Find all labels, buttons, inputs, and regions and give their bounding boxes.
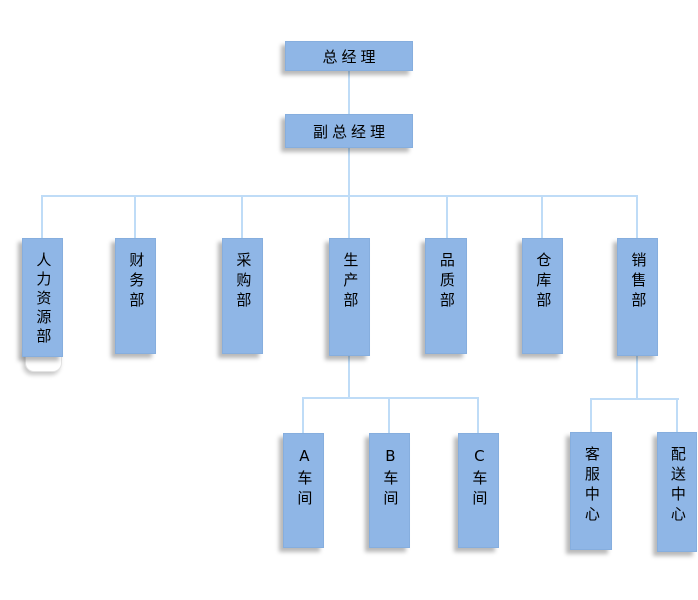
connector-drop-finance bbox=[134, 197, 136, 238]
connector-level3-horizontal bbox=[41, 195, 638, 197]
org-node-general-manager: 总经理 bbox=[285, 41, 413, 71]
org-node-delivery-center: 配送中心 bbox=[657, 432, 697, 552]
connector-drop-production bbox=[348, 197, 350, 238]
org-node-deputy-general-manager-label: 副总经理 bbox=[312, 122, 389, 141]
connector-drop-sales bbox=[636, 197, 638, 238]
org-node-delivery-center-label: 配送中心 bbox=[668, 446, 687, 526]
org-node-customer-service-center: 客服中心 bbox=[570, 432, 612, 550]
connector-drop-workshop-c bbox=[477, 399, 479, 433]
connector-root-to-deputy bbox=[348, 71, 350, 115]
connector-sales-stem bbox=[636, 356, 638, 398]
org-node-customer-service-center-label: 客服中心 bbox=[582, 446, 601, 526]
org-node-warehouse-department: 仓库部 bbox=[522, 238, 563, 354]
org-node-workshop-c-label: C车间 bbox=[470, 447, 489, 510]
org-node-sales-department-label: 销售部 bbox=[629, 252, 648, 312]
org-node-workshop-b: B车间 bbox=[369, 433, 410, 548]
org-node-purchasing-department-label: 采购部 bbox=[234, 252, 253, 312]
connector-drop-workshop-b bbox=[388, 399, 390, 433]
connector-production-stem bbox=[348, 356, 350, 397]
org-node-workshop-c: C车间 bbox=[458, 433, 499, 548]
org-node-sales-department: 销售部 bbox=[617, 238, 658, 356]
org-node-finance-department-label: 财务部 bbox=[127, 252, 146, 312]
connector-drop-purchasing bbox=[241, 197, 243, 238]
connector-drop-customer-service bbox=[590, 400, 592, 432]
connector-drop-workshop-a bbox=[302, 399, 304, 433]
connector-drop-quality bbox=[446, 197, 448, 238]
org-node-workshop-a: A车间 bbox=[283, 433, 324, 548]
connector-workshops-horizontal bbox=[302, 397, 479, 399]
org-node-general-manager-label: 总经理 bbox=[322, 47, 380, 66]
org-node-production-department-label: 生产部 bbox=[341, 252, 360, 312]
connector-drop-hr bbox=[41, 197, 43, 238]
org-node-quality-department-label: 品质部 bbox=[437, 252, 456, 312]
connector-deputy-stem bbox=[348, 148, 350, 196]
org-node-workshop-a-label: A车间 bbox=[295, 447, 314, 510]
connector-drop-warehouse bbox=[541, 197, 543, 238]
org-node-production-department: 生产部 bbox=[329, 238, 370, 356]
org-node-hr-department: 人力资源部 bbox=[22, 238, 63, 357]
org-node-finance-department: 财务部 bbox=[115, 238, 156, 354]
org-node-hr-department-label: 人力资源部 bbox=[34, 252, 53, 347]
org-node-warehouse-department-label: 仓库部 bbox=[534, 252, 553, 312]
org-node-deputy-general-manager: 副总经理 bbox=[285, 114, 413, 148]
org-node-workshop-b-label: B车间 bbox=[381, 447, 400, 510]
org-node-quality-department: 品质部 bbox=[425, 238, 467, 354]
org-node-purchasing-department: 采购部 bbox=[222, 238, 263, 354]
connector-drop-delivery bbox=[676, 400, 678, 432]
connector-centers-horizontal bbox=[590, 398, 679, 400]
